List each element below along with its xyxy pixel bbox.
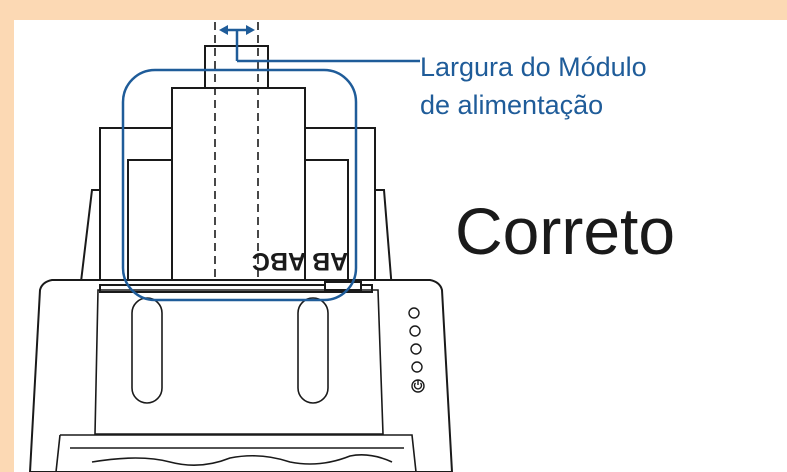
callout-line-2: de alimentação xyxy=(420,90,604,120)
width-arrow xyxy=(219,25,420,63)
button-2[interactable] xyxy=(409,325,421,337)
control-panel xyxy=(408,307,425,393)
callout-line-1: Largura do Módulo xyxy=(420,52,647,82)
feed-module-width-guides xyxy=(214,22,259,293)
right-grip xyxy=(297,297,329,404)
document-text: AB ABC xyxy=(252,247,348,275)
button-1[interactable] xyxy=(408,307,420,319)
callout-label: Largura do Módulo de alimentação xyxy=(420,48,647,124)
front-cover xyxy=(94,289,384,435)
button-3[interactable] xyxy=(410,343,422,355)
left-grip xyxy=(131,297,163,404)
feed-module-highlight xyxy=(121,68,358,302)
power-icon[interactable] xyxy=(411,379,425,393)
scanner-body xyxy=(28,279,454,472)
output-tray xyxy=(55,434,417,472)
button-4[interactable] xyxy=(411,361,423,373)
verdict-text: Correto xyxy=(455,194,676,268)
chute-latch xyxy=(324,281,362,291)
